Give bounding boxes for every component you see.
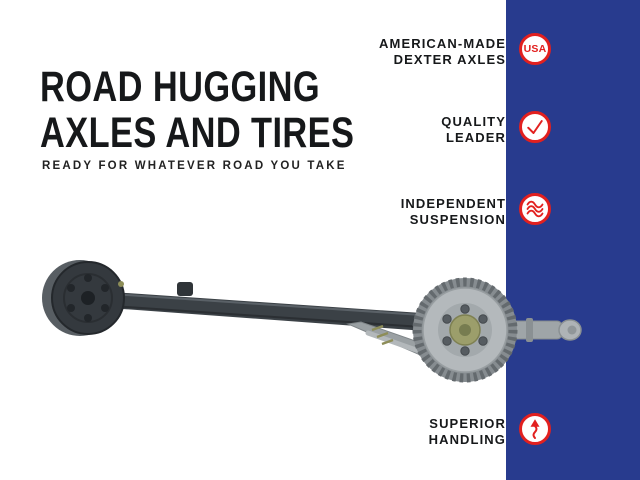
suspension-spring-coils (371, 324, 394, 346)
feature-superior-handling-label: SUPERIOR HANDLING (429, 416, 506, 448)
page-subtitle: READY FOR WHATEVER ROAD YOU TAKE (42, 160, 347, 172)
feature-quality-leader-line1: QUALITY (441, 114, 506, 129)
axle-beam (81, 282, 467, 334)
beam-mount-bracket (177, 282, 193, 296)
coil-spring-icon (519, 193, 551, 225)
page-title: ROAD HUGGING AXLES AND TIRES (40, 64, 354, 156)
feature-independent-suspension-line1: INDEPENDENT (400, 196, 506, 211)
checkmark-icon (519, 111, 551, 143)
feature-superior-handling-line1: SUPERIOR (429, 416, 506, 431)
feature-independent-suspension-line2: SUSPENSION (409, 212, 506, 227)
feature-superior-handling-line2: HANDLING (428, 432, 506, 447)
title-line-1: ROAD HUGGING (40, 63, 320, 111)
feature-american-made-line1: AMERICAN-MADE (379, 36, 506, 51)
usa-badge-icon: USA (519, 33, 551, 65)
feature-independent-suspension-label: INDEPENDENT SUSPENSION (401, 196, 506, 228)
blue-side-band (506, 0, 640, 480)
bounce-arrow-icon (519, 413, 551, 445)
usa-badge-text: USA (523, 43, 547, 55)
trailer-axle-illustration (42, 260, 582, 383)
drum-cooling-fins (412, 277, 518, 383)
bounce-arrow-glyph (530, 419, 540, 439)
brake-drum (412, 277, 518, 383)
hub-clip (118, 281, 124, 287)
left-hub (42, 260, 125, 336)
title-line-2: AXLES AND TIRES (40, 109, 355, 157)
checkmark-glyph (527, 120, 543, 134)
feature-american-made-line2: DEXTER AXLES (393, 52, 506, 67)
feature-american-made-label: AMERICAN-MADE DEXTER AXLES (379, 36, 506, 68)
coil-spring-glyph (526, 200, 544, 218)
feature-quality-leader-line2: LEADER (445, 130, 506, 145)
grease-cap (558, 319, 582, 341)
feature-quality-leader-label: QUALITY LEADER (441, 114, 506, 146)
